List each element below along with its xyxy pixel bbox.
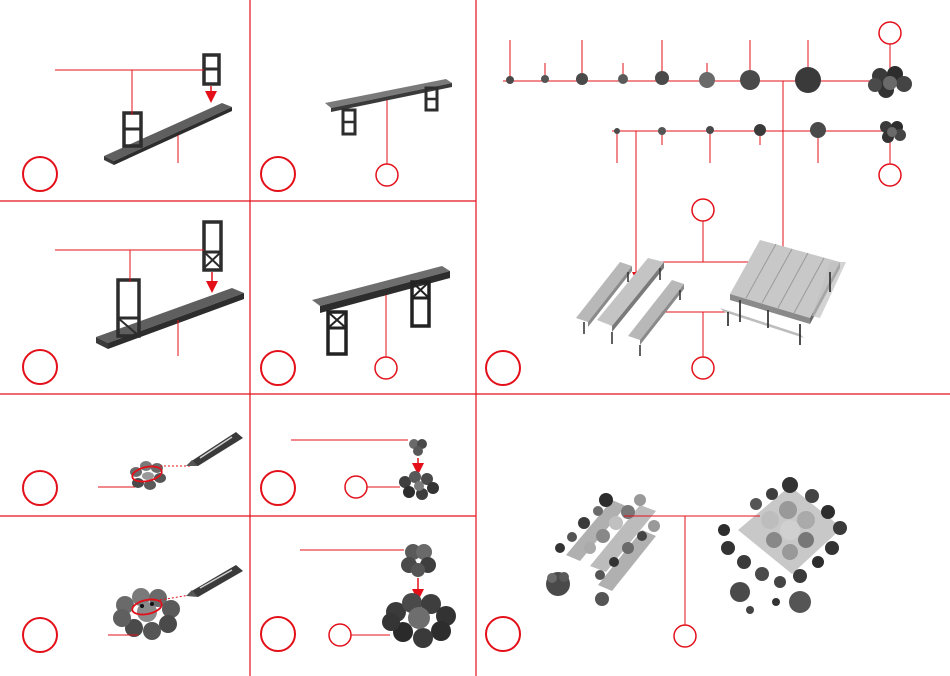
flower-tier-large xyxy=(401,544,436,577)
panel-stack-small-flower xyxy=(261,439,439,505)
step-marker-7 xyxy=(23,618,57,652)
panel-picnic-set-layout xyxy=(486,22,912,385)
step-marker-10 xyxy=(486,617,520,651)
flower-cluster-small xyxy=(399,471,439,500)
callout-lines xyxy=(291,440,408,487)
panel-decorated-picnic-set xyxy=(486,477,847,651)
bench-leg-frame-tall-loose xyxy=(204,222,221,270)
step-marker-5 xyxy=(23,471,57,505)
flower-pieces-row-1 xyxy=(503,40,912,98)
step-marker-1 xyxy=(23,157,57,191)
panel-short-bench-legs xyxy=(23,55,232,191)
bench-leg-frame-small-loose xyxy=(204,55,219,84)
part-marker-row-1 xyxy=(879,22,901,44)
part-marker-table xyxy=(692,357,714,379)
bench-long-assembled xyxy=(312,266,450,354)
decorated-benches xyxy=(546,493,660,606)
part-marker-row-2 xyxy=(879,164,901,186)
part-marker-benches xyxy=(692,199,714,221)
step-marker-9 xyxy=(486,351,520,385)
step-marker-4 xyxy=(261,351,295,385)
part-marker xyxy=(376,164,398,186)
panel-stack-large-flower xyxy=(261,544,456,651)
panel-long-bench-assembled xyxy=(261,266,450,385)
flower-tier-small xyxy=(409,439,427,456)
glue-applicator-icon xyxy=(186,565,243,597)
step-marker-6 xyxy=(261,471,295,505)
panel-glue-small-flower xyxy=(23,432,243,505)
flower-pieces-row-2 xyxy=(612,121,906,164)
part-marker xyxy=(375,357,397,379)
step-marker-2 xyxy=(261,157,295,191)
step-marker-8 xyxy=(261,617,295,651)
panel-long-bench-legs xyxy=(23,222,244,384)
glue-applicator-icon xyxy=(186,432,243,466)
panel-glue-large-flower xyxy=(23,565,243,652)
bench-pair xyxy=(576,258,684,356)
picnic-table xyxy=(720,240,846,345)
panel-short-bench-assembled xyxy=(261,79,452,191)
bench-short-assembled xyxy=(325,79,452,134)
step-marker-3 xyxy=(23,350,57,384)
part-marker xyxy=(345,476,367,498)
flower-cluster-large xyxy=(382,593,456,648)
part-marker xyxy=(674,625,696,647)
part-marker xyxy=(329,624,351,646)
decorated-table xyxy=(718,477,847,614)
